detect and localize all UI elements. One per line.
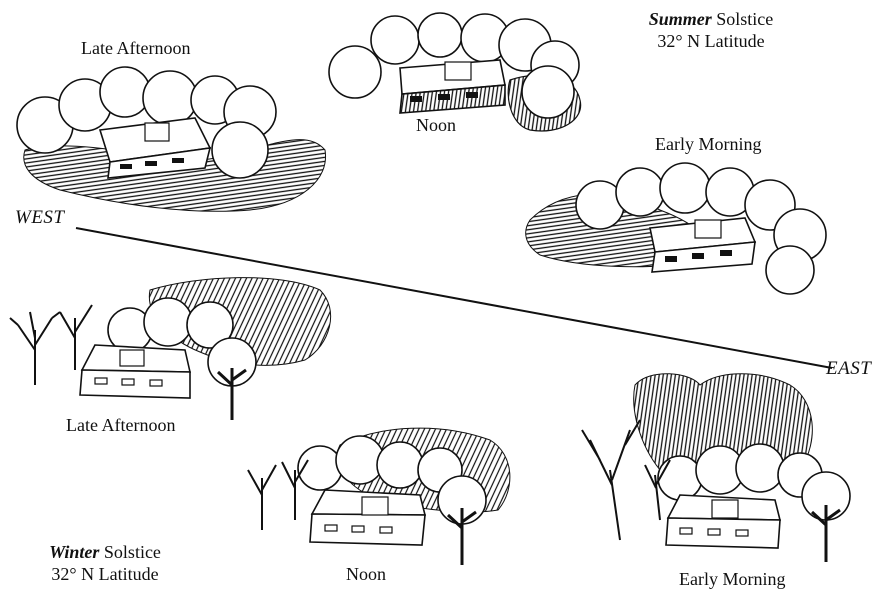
east-label: EAST	[826, 358, 871, 380]
winter-noon-label: Noon	[346, 563, 386, 585]
winter-noon-illustration	[248, 428, 510, 565]
summer-title-emphasis: Summer	[649, 9, 712, 29]
solar-panel	[445, 62, 471, 80]
winter-early-morning-illustration	[582, 374, 850, 562]
winter-early-morning-label: Early Morning	[679, 568, 785, 590]
summer-noon-label: Noon	[416, 114, 456, 136]
solar-panel	[120, 350, 144, 366]
bare-tree	[10, 305, 92, 385]
summer-late-afternoon-illustration	[17, 67, 326, 211]
house	[100, 118, 210, 178]
summer-early-morning-illustration	[526, 163, 826, 294]
house	[310, 490, 425, 545]
solar-panel	[712, 500, 738, 518]
summer-title-rest: Solstice	[712, 9, 774, 29]
winter-title-rest: Solstice	[99, 542, 161, 562]
solar-panel	[362, 497, 388, 515]
house	[666, 495, 780, 548]
winter-late-afternoon-illustration	[10, 278, 331, 420]
winter-solstice-title: Winter Solstice 32° N Latitude	[30, 541, 180, 585]
solar-panel	[695, 220, 721, 238]
winter-title-emphasis: Winter	[49, 542, 99, 562]
west-label: WEST	[15, 207, 65, 229]
house	[80, 345, 190, 398]
winter-latitude: 32° N Latitude	[30, 563, 180, 585]
summer-latitude: 32° N Latitude	[636, 30, 786, 52]
winter-late-afternoon-label: Late Afternoon	[66, 414, 175, 436]
summer-early-morning-label: Early Morning	[655, 133, 761, 155]
solar-panel	[145, 123, 169, 141]
house	[650, 218, 755, 272]
house	[400, 60, 505, 113]
summer-solstice-title: Summer Solstice 32° N Latitude	[636, 8, 786, 52]
summer-late-afternoon-label: Late Afternoon	[81, 37, 190, 59]
